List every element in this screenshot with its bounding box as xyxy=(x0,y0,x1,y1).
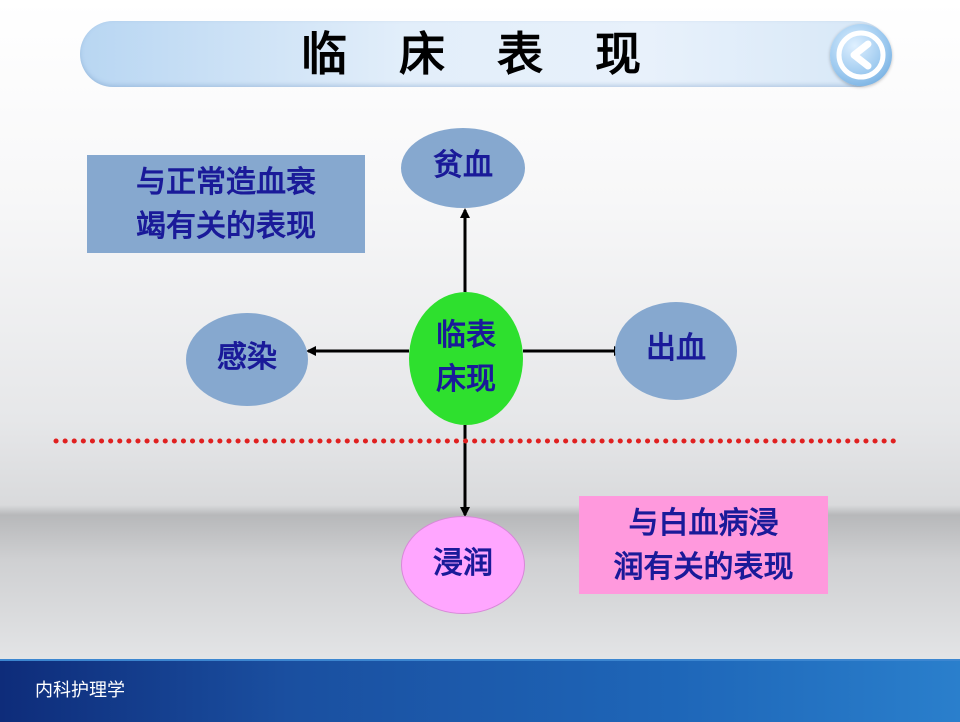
footer-bar xyxy=(0,659,960,722)
footer-label: 内科护理学 xyxy=(35,680,125,701)
node-infection: 感染 xyxy=(186,313,308,406)
page-title: 临 床 表 现 xyxy=(300,27,660,81)
node-infiltration: 浸润 xyxy=(401,516,525,614)
box-hematopoietic-failure: 与正常造血衰 竭有关的表现 xyxy=(87,155,365,253)
title-bar xyxy=(80,21,890,87)
box-leukemia-infiltration: 与白血病浸 润有关的表现 xyxy=(579,496,828,594)
back-arrow-icon xyxy=(836,30,886,80)
node-clinical-manifestations: 临表 床现 xyxy=(409,292,523,425)
back-button[interactable] xyxy=(830,24,892,86)
node-anemia: 贫血 xyxy=(401,128,525,208)
node-hemorrhage: 出血 xyxy=(615,302,737,400)
